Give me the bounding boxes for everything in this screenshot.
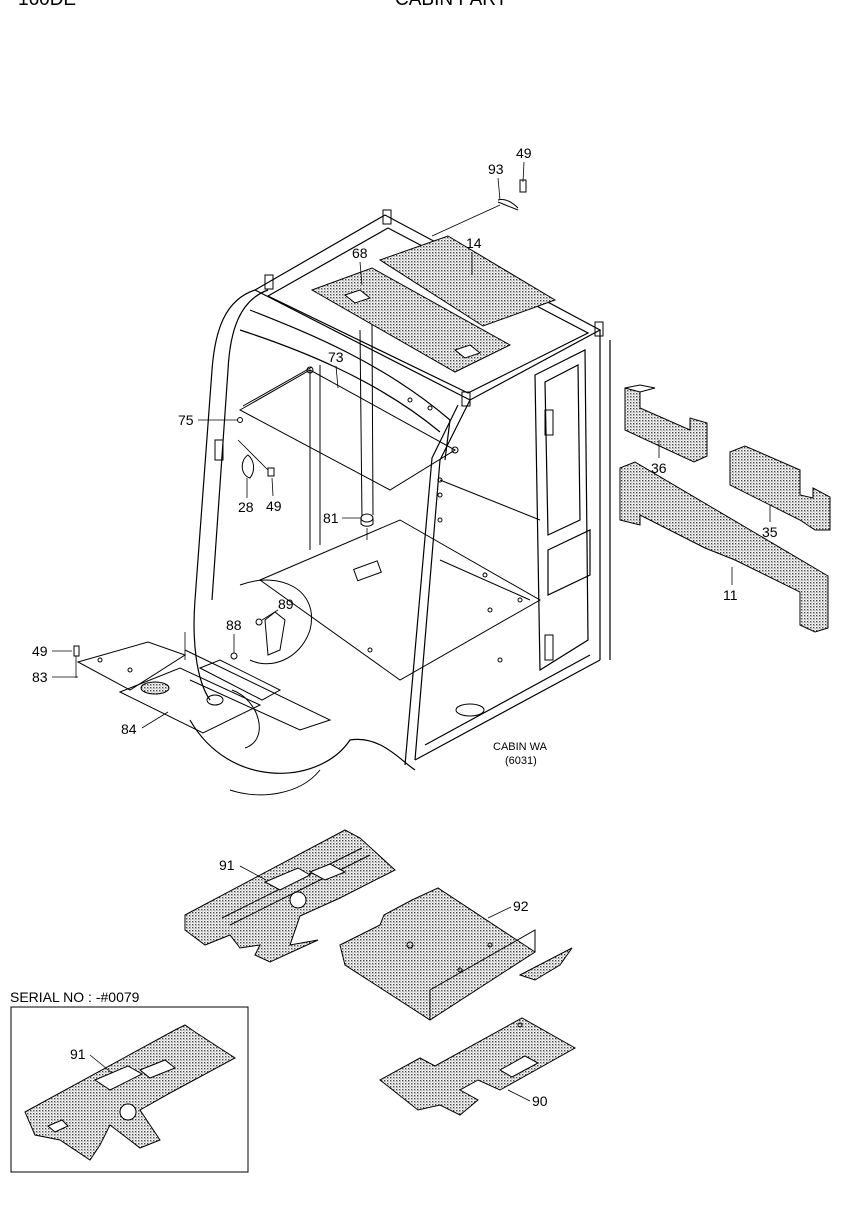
inset-part-91-floor-mat	[24, 1024, 236, 1161]
cabin-label-code: (6031)	[505, 755, 537, 767]
part-93-49-hinge	[431, 179, 527, 237]
part-75-pin	[237, 417, 243, 423]
callout-91-inset: 91	[70, 1046, 86, 1062]
callout-81: 81	[323, 510, 339, 526]
callout-73: 73	[328, 349, 344, 365]
part-68-roof-pad	[310, 267, 512, 373]
part-35-side-pad	[729, 445, 831, 531]
part-92-floor-mat	[339, 887, 573, 1021]
cabin-frame	[189, 209, 611, 796]
callout-75: 75	[178, 412, 194, 428]
callout-90: 90	[532, 1093, 548, 1109]
part-90-floor-mat	[379, 1017, 577, 1116]
callout-36: 36	[651, 460, 667, 476]
callout-49-top: 49	[516, 145, 532, 161]
callout-92: 92	[513, 898, 529, 914]
callout-91: 91	[219, 857, 235, 873]
callout-14: 14	[466, 235, 482, 251]
part-91-floor-mat	[184, 829, 396, 963]
callout-88: 88	[226, 617, 242, 633]
callout-83: 83	[32, 669, 48, 685]
inset-serial-title: SERIAL NO : -#0079	[10, 989, 140, 1005]
callouts: 93 49 14 68 73 75 28 49 81 89 88 49	[32, 145, 778, 1109]
header-title: CABIN PART	[395, 0, 508, 10]
part-83-plate	[76, 641, 187, 691]
callout-49-mid: 49	[266, 498, 282, 514]
callout-35: 35	[762, 524, 778, 540]
part-73-rod	[238, 366, 459, 491]
header-model: 160DE	[18, 0, 76, 10]
part-14-roof-pad	[378, 235, 557, 327]
part-36-side-pad	[624, 384, 708, 463]
callout-89: 89	[278, 596, 294, 612]
inset-box	[10, 1006, 249, 1173]
cabin-label-name: CABIN WA	[493, 741, 548, 753]
callout-68: 68	[352, 245, 368, 261]
callout-84: 84	[121, 721, 137, 737]
part-84-plate	[118, 649, 332, 749]
part-49-bolt-left	[73, 645, 80, 678]
callout-49-left: 49	[32, 643, 48, 659]
part-11-side-pad	[619, 461, 829, 633]
part-28-clip	[237, 439, 275, 479]
callout-93: 93	[488, 161, 504, 177]
callout-11: 11	[723, 587, 738, 603]
callout-28: 28	[238, 499, 254, 515]
